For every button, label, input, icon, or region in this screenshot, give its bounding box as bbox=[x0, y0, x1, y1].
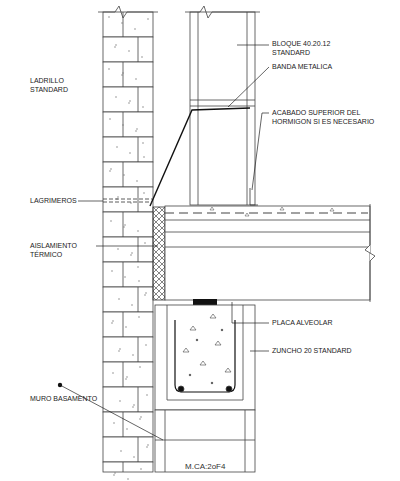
callout-label: LAGRIMEROS bbox=[30, 197, 78, 206]
callout-label: MURO BASAMENTO bbox=[30, 395, 110, 404]
block-wall bbox=[185, 6, 260, 205]
ring-beam bbox=[155, 305, 255, 410]
finish-line bbox=[250, 188, 258, 205]
callout-label: LADRILLO STANDARD bbox=[30, 77, 102, 94]
bearing-strip bbox=[193, 299, 217, 305]
callout-label: PLACA ALVEOLAR bbox=[272, 319, 382, 328]
callout-label: ACABADO SUPERIOR DEL HORMIGON SI ES NECE… bbox=[272, 109, 394, 126]
metal-band bbox=[150, 108, 250, 206]
leader-dot bbox=[58, 383, 62, 387]
basement-blocks bbox=[155, 410, 255, 472]
insulation bbox=[153, 207, 165, 300]
hollow-core-slab bbox=[165, 204, 375, 302]
weep-holes bbox=[103, 202, 152, 203]
break-line bbox=[98, 6, 158, 18]
callout-label: ZUNCHO 20 STANDARD bbox=[272, 347, 382, 356]
callout-label: BANDA METALICA bbox=[272, 63, 382, 72]
leader-line bbox=[60, 45, 269, 440]
caption: M.CA:2oF4 bbox=[185, 462, 225, 471]
callout-label: AISLAMIENTO TÉRMICO bbox=[30, 242, 94, 259]
weep-holes bbox=[103, 199, 152, 200]
callout-label: BLOQUE 40.20.12 STANDARD bbox=[272, 40, 362, 57]
